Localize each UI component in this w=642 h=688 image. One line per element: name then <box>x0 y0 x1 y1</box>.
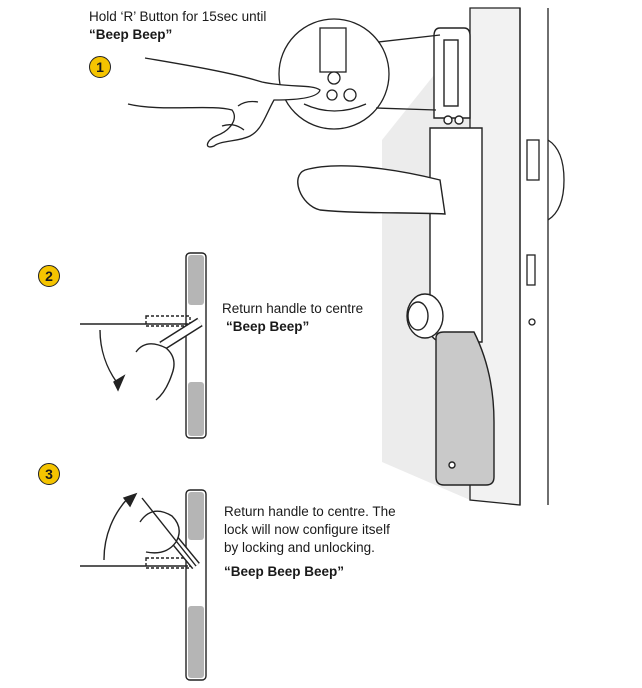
handle-diagram-step3 <box>80 489 207 681</box>
step3-instruction-line3: by locking and unlocking. <box>224 540 375 555</box>
step2-number: 2 <box>45 268 53 284</box>
step2-sound: “Beep Beep” <box>226 319 310 334</box>
step3-instruction-line1: Return handle to centre. The <box>224 504 396 519</box>
zoom-callout <box>278 18 441 130</box>
step3-instruction-line2: lock will now configure itself <box>224 522 390 537</box>
step1-instruction: Hold ‘R’ Button for 15sec until <box>89 9 267 24</box>
step2-badge: 2 <box>38 265 60 287</box>
step3-sound: “Beep Beep Beep” <box>224 564 345 579</box>
lock-body <box>297 27 495 486</box>
step3-badge: 3 <box>38 463 60 485</box>
step3-number: 3 <box>45 466 53 482</box>
step1-badge: 1 <box>89 56 111 78</box>
step1-number: 1 <box>96 59 104 75</box>
hand-step1 <box>127 57 321 148</box>
step2-instruction: Return handle to centre <box>222 301 364 316</box>
step1-sound: “Beep Beep” <box>89 27 173 42</box>
handle-diagram-step2 <box>80 252 207 439</box>
